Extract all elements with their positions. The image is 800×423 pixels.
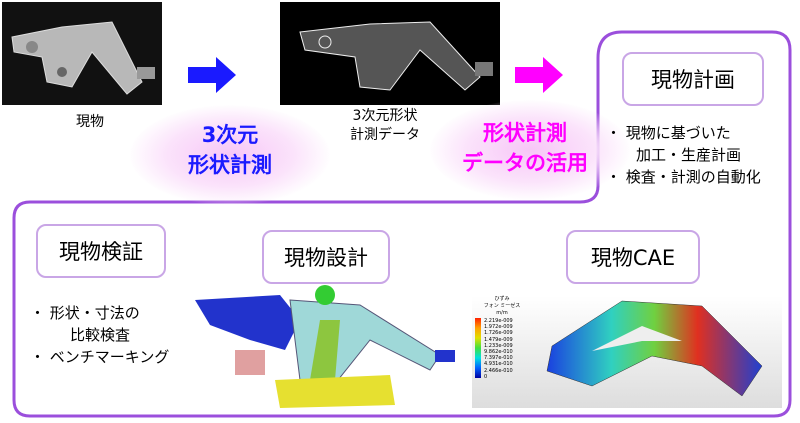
verify-title: 現物検証 <box>36 224 166 278</box>
scan-caption-line: 3次元形状 <box>352 108 418 124</box>
legend-value: 1.726e-009 <box>484 330 513 337</box>
scan-image <box>280 2 500 105</box>
scan-caption-line: 計測データ <box>350 127 420 143</box>
cae-mesh <box>546 300 763 397</box>
legend-value: 9.862e-010 <box>484 349 513 356</box>
legend-title: フォン ミーゼス <box>483 303 521 309</box>
cae-legend: ひずみ フォン ミーゼス m/m 2.219e-009 1.972e-009 1… <box>472 296 532 380</box>
legend-value: 2.466e-010 <box>484 367 513 374</box>
bullet-item-cont: 比較検査 <box>70 326 131 344</box>
bullet-item: ・ 形状・寸法の <box>30 304 140 322</box>
photo-caption: 現物 <box>76 114 104 130</box>
arrow-right-icon <box>188 57 236 93</box>
legend-value: 1.233e-009 <box>484 342 513 349</box>
step1-line: 形状計測 <box>188 153 272 177</box>
plan-bullets: ・ 現物に基づいた 加工・生産計画 ・ 検査・計測の自動化 <box>606 122 761 188</box>
design-title: 現物設計 <box>262 230 390 284</box>
plan-title: 現物計画 <box>622 52 764 106</box>
legend-value: 2.219e-009 <box>484 318 513 324</box>
bullet-item: ・ 現物に基づいた <box>606 124 731 142</box>
legend-value: 7.397e-010 <box>484 355 513 362</box>
bullet-item: ・ ベンチマーキング <box>30 348 170 366</box>
legend-title: ひずみ <box>494 296 510 302</box>
step1-label: 3次元形状計測 <box>160 120 300 180</box>
legend-value: 4.931e-010 <box>484 361 513 368</box>
step2-label: 形状計測データの活用 <box>440 118 610 178</box>
cad-model-image <box>195 285 455 408</box>
scan-caption: 3次元形状計測データ <box>330 107 440 145</box>
bullet-item: ・ 検査・計測の自動化 <box>606 168 761 186</box>
step2-line: 形状計測 <box>483 121 567 145</box>
step2-line: データの活用 <box>462 151 588 175</box>
legend-unit: m/m <box>496 310 508 316</box>
arrow-right-icon <box>515 57 563 93</box>
part-photo <box>2 2 162 105</box>
cae-title: 現物CAE <box>566 230 700 284</box>
step1-line: 3次元 <box>201 123 259 147</box>
legend-value: 1.479e-009 <box>484 336 513 343</box>
cae-result-image: ひずみ フォン ミーゼス m/m 2.219e-009 1.972e-009 1… <box>472 296 782 408</box>
bullet-item-cont: 加工・生産計画 <box>636 146 742 164</box>
legend-value: 1.972e-009 <box>484 324 513 331</box>
verify-bullets: ・ 形状・寸法の 比較検査 ・ ベンチマーキング <box>30 302 169 368</box>
legend-value: 0 <box>484 373 488 380</box>
